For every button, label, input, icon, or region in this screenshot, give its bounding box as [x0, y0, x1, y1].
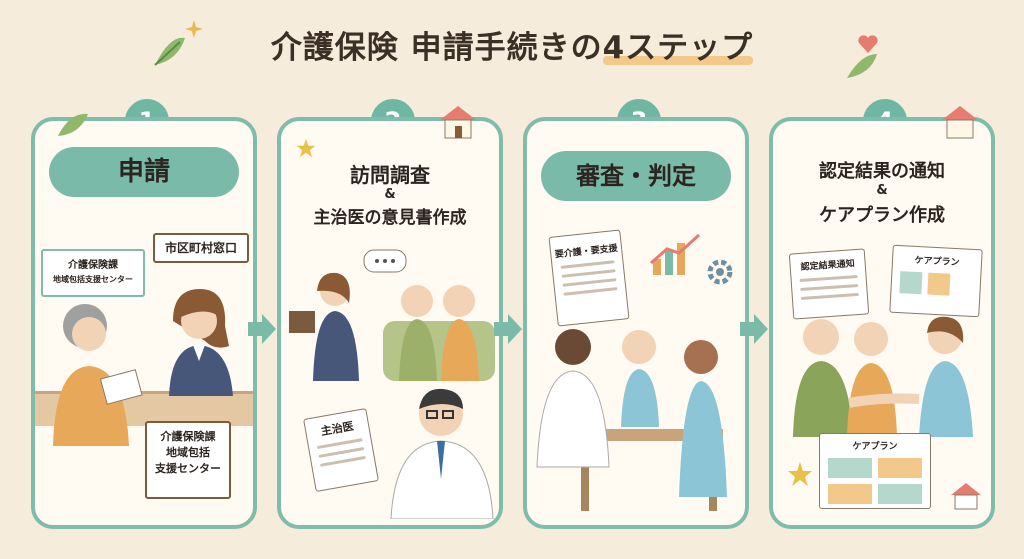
step-2-line1: 訪問調査	[350, 163, 430, 187]
care-level-clipboard: 要介護・要支援	[548, 229, 630, 327]
home-visit-scene	[289, 272, 495, 381]
page-title: 介護保険 申請手続きの4ステップ	[0, 22, 1024, 67]
speech-bubble-icon	[363, 249, 407, 273]
step-1-card: 申請 市区町村窓口 介護保険課 地域包括支援センター 介護保険課 地域包括 支援…	[31, 117, 257, 529]
handshake-scene	[793, 316, 973, 437]
home-icon	[942, 106, 978, 139]
step-2-line2: 主治医の意見書作成	[313, 208, 467, 228]
step-1-label: 申請	[49, 147, 239, 197]
bar-chart-icon	[650, 233, 701, 275]
leaf-icon	[58, 113, 88, 136]
doctor-person	[390, 388, 494, 519]
care-plan-sheet: ケアプラン	[819, 433, 931, 509]
doctor-document: 主治医	[303, 408, 379, 492]
office-sign: 介護保険課 地域包括支援センター	[41, 249, 145, 297]
home-icon	[440, 106, 476, 139]
window-sign: 市区町村窓口	[153, 233, 249, 263]
step-4-line2: ケアプラン作成	[819, 205, 945, 226]
arrow-right-icon	[740, 314, 768, 344]
staff-person	[169, 289, 233, 396]
sparkle-icon	[185, 20, 203, 38]
step-3-card: 審査・判定 要介護・要支援	[523, 117, 749, 529]
star-icon	[296, 138, 316, 158]
arrow-right-icon	[248, 314, 276, 344]
star-icon	[788, 462, 812, 486]
gear-icon	[707, 259, 733, 285]
step-4-card: 認定結果の通知 & ケアプラン作成 認定結果通知 ケアプラン ケアプラン	[769, 117, 995, 529]
leaf-icon	[154, 37, 185, 66]
home-icon	[951, 483, 981, 510]
step-2-amp: &	[384, 187, 396, 202]
step-4-amp: &	[876, 183, 888, 198]
committee-scene	[536, 329, 727, 511]
leaf-icon	[847, 54, 877, 78]
standee-sign: 介護保険課 地域包括 支援センター	[145, 421, 231, 499]
applicant-person	[53, 304, 143, 446]
step-2-card: 訪問調査 & 主治医の意見書作成 主治医	[277, 117, 503, 529]
title-main: 介護保険 申請手続きの	[270, 30, 603, 66]
step-3-label: 審査・判定	[541, 151, 731, 201]
title-highlight: 4ステップ	[602, 22, 754, 67]
arrow-right-icon	[494, 314, 522, 344]
step-4-line1: 認定結果の通知	[819, 161, 945, 182]
heart-icon	[858, 35, 878, 53]
